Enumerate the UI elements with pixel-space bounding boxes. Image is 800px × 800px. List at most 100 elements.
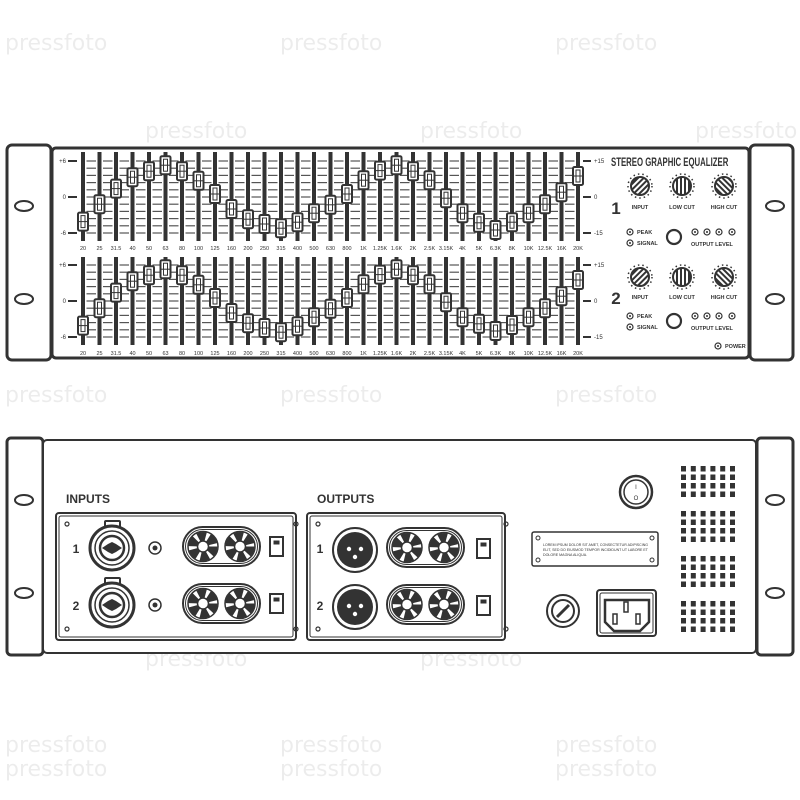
slider-knob-10K[interactable] xyxy=(522,307,535,328)
combo-input-jack[interactable] xyxy=(88,520,136,572)
channel-button[interactable] xyxy=(665,228,683,246)
ground-jack[interactable] xyxy=(148,541,162,555)
slider-knob-160[interactable] xyxy=(225,199,238,219)
band-label: 6.3K xyxy=(490,246,502,252)
slider-knob-8K[interactable] xyxy=(506,315,518,335)
slider-knob-50[interactable] xyxy=(143,161,155,182)
slider-knob-100[interactable] xyxy=(192,170,205,191)
input-knob[interactable] xyxy=(627,173,653,199)
slider-knob-40[interactable] xyxy=(126,167,139,188)
slider-knob-40[interactable] xyxy=(126,271,139,292)
slider-knob-800[interactable] xyxy=(341,288,353,308)
slider-knob-63[interactable] xyxy=(159,155,172,176)
slider-knob-8K[interactable] xyxy=(506,212,518,233)
vent-hole xyxy=(720,556,726,562)
slider-knob-1K[interactable] xyxy=(357,274,370,295)
ground-jack[interactable] xyxy=(148,598,162,612)
rocker-body[interactable] xyxy=(269,593,284,614)
slider-knob-6.3K[interactable] xyxy=(489,321,502,341)
slider-knob-80[interactable] xyxy=(176,161,188,182)
slider-knob-6.3K[interactable] xyxy=(489,220,502,240)
slider-knob-1.25K[interactable] xyxy=(374,160,386,181)
slider-knob-400[interactable] xyxy=(291,316,304,337)
slider-knob-20K[interactable] xyxy=(572,270,584,290)
slider-track xyxy=(576,257,580,345)
knob-dial[interactable] xyxy=(714,267,734,287)
slider-knob-630[interactable] xyxy=(324,298,337,319)
slider-knob-4K[interactable] xyxy=(456,203,469,224)
low-cut-knob[interactable] xyxy=(669,264,695,290)
slider-knob-20[interactable] xyxy=(77,315,89,336)
xlr-output-jack[interactable] xyxy=(332,584,378,630)
slider-knob-25[interactable] xyxy=(93,194,106,215)
low-cut-knob[interactable] xyxy=(669,173,695,199)
slider-knob-125[interactable] xyxy=(209,288,221,308)
slider-knob-12.5K[interactable] xyxy=(539,298,551,319)
xlr-output-jack[interactable] xyxy=(332,527,378,573)
rocker-switch[interactable] xyxy=(269,593,284,614)
knob-dial[interactable] xyxy=(672,176,692,196)
slider-knob-100[interactable] xyxy=(192,274,205,295)
knob-dial[interactable] xyxy=(672,267,692,287)
slider-knob-1.6K[interactable] xyxy=(390,155,403,176)
high-cut-knob[interactable] xyxy=(711,173,737,199)
knob-dial[interactable] xyxy=(630,176,650,196)
slider-knob-1.25K[interactable] xyxy=(374,264,386,285)
slider-track xyxy=(361,152,366,241)
high-cut-knob[interactable] xyxy=(711,264,737,290)
slider-knob-315[interactable] xyxy=(275,322,287,343)
power-switch[interactable]: I O xyxy=(618,474,654,510)
rocker-body[interactable] xyxy=(269,536,284,557)
slider-knob-5K[interactable] xyxy=(473,313,485,334)
slider-knob-800[interactable] xyxy=(341,184,353,204)
slider-knob-20[interactable] xyxy=(77,211,89,232)
slider-knob-250[interactable] xyxy=(258,318,271,338)
rocker-switch[interactable] xyxy=(476,595,491,616)
slider-knob-250[interactable] xyxy=(258,214,271,234)
channel-button[interactable] xyxy=(665,312,683,330)
knob-dial[interactable] xyxy=(630,267,650,287)
slider-knob-10K[interactable] xyxy=(522,203,535,224)
slider-knob-2K[interactable] xyxy=(407,161,419,182)
slider-knob-5K[interactable] xyxy=(473,212,485,233)
vent-hole xyxy=(720,483,726,489)
slider-knob-50[interactable] xyxy=(143,265,155,286)
slider-knob-160[interactable] xyxy=(225,303,238,323)
slider-knob-4K[interactable] xyxy=(456,307,469,328)
combo-input-jack[interactable] xyxy=(88,577,136,629)
slider-knob-500[interactable] xyxy=(308,203,320,224)
knob-dial[interactable] xyxy=(714,176,734,196)
slider-knob-500[interactable] xyxy=(308,307,320,328)
slider-knob-2.5K[interactable] xyxy=(423,170,436,191)
slider-knob-3.15K[interactable] xyxy=(440,292,452,313)
slider-knob-20K[interactable] xyxy=(572,166,584,186)
rocker-switch[interactable] xyxy=(476,538,491,559)
slider-knob-25[interactable] xyxy=(93,298,106,319)
slider-knob-1.6K[interactable] xyxy=(390,259,403,280)
fuse-holder[interactable] xyxy=(546,594,580,628)
vent-hole xyxy=(720,536,726,542)
output-level-led-dot xyxy=(694,315,696,317)
slider-knob-31.5[interactable] xyxy=(110,178,122,199)
slider-knob-16K[interactable] xyxy=(555,182,568,203)
slider-knob-400[interactable] xyxy=(291,212,304,233)
slider-knob-200[interactable] xyxy=(242,209,254,230)
slider-knob-12.5K[interactable] xyxy=(539,194,551,215)
input-knob[interactable] xyxy=(627,264,653,290)
slider-knob-200[interactable] xyxy=(242,313,254,334)
slider-knob-80[interactable] xyxy=(176,265,188,286)
slider-knob-125[interactable] xyxy=(209,184,221,204)
slider-track xyxy=(81,152,85,241)
slider-knob-1K[interactable] xyxy=(357,170,370,191)
slider-knob-315[interactable] xyxy=(275,218,287,239)
rocker-switch[interactable] xyxy=(269,536,284,557)
slider-knob-630[interactable] xyxy=(324,194,337,215)
slider-knob-16K[interactable] xyxy=(555,286,568,307)
rocker-body[interactable] xyxy=(476,538,491,559)
slider-knob-31.5[interactable] xyxy=(110,282,122,303)
rocker-body[interactable] xyxy=(476,595,491,616)
slider-knob-2.5K[interactable] xyxy=(423,274,436,295)
slider-knob-2K[interactable] xyxy=(407,265,419,286)
slider-knob-3.15K[interactable] xyxy=(440,188,452,209)
slider-knob-63[interactable] xyxy=(159,259,172,280)
